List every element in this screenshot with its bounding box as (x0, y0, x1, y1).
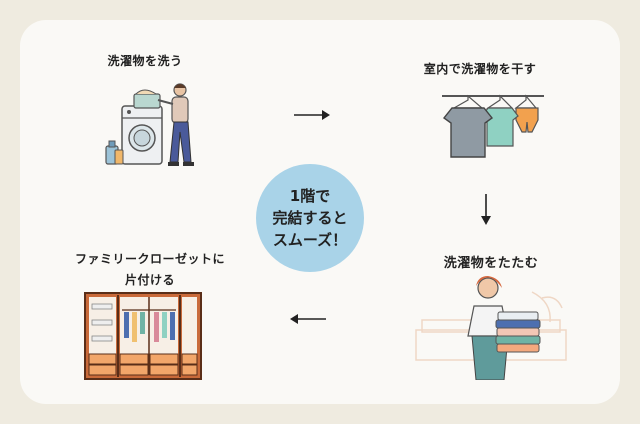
arrow-down-icon (481, 194, 491, 225)
center-line-2: 完結すると (272, 209, 348, 227)
step-label-fold: 洗濯物をたたむ (443, 256, 539, 271)
washing-illustration (105, 83, 194, 166)
center-message-circle: 1階で 完結すると スムーズ！ (256, 164, 364, 272)
folding-illustration (415, 276, 567, 380)
center-line-3: スムーズ！ (272, 231, 348, 249)
step-label-wash: 洗濯物を洗う (107, 54, 183, 68)
step-label-store-line2: 片付ける (124, 273, 175, 287)
drying-illustration (442, 94, 544, 158)
arrow-left-icon (290, 314, 326, 324)
closet-illustration (84, 292, 202, 380)
step-label-store-line1: ファミリークローゼットに (74, 252, 225, 266)
step-label-store: ファミリークローゼットに 片付ける (60, 250, 240, 288)
step-label-dry: 室内で洗濯物を干す (423, 62, 537, 76)
center-line-1: 1階で (289, 187, 331, 205)
arrow-right-icon (294, 110, 330, 120)
